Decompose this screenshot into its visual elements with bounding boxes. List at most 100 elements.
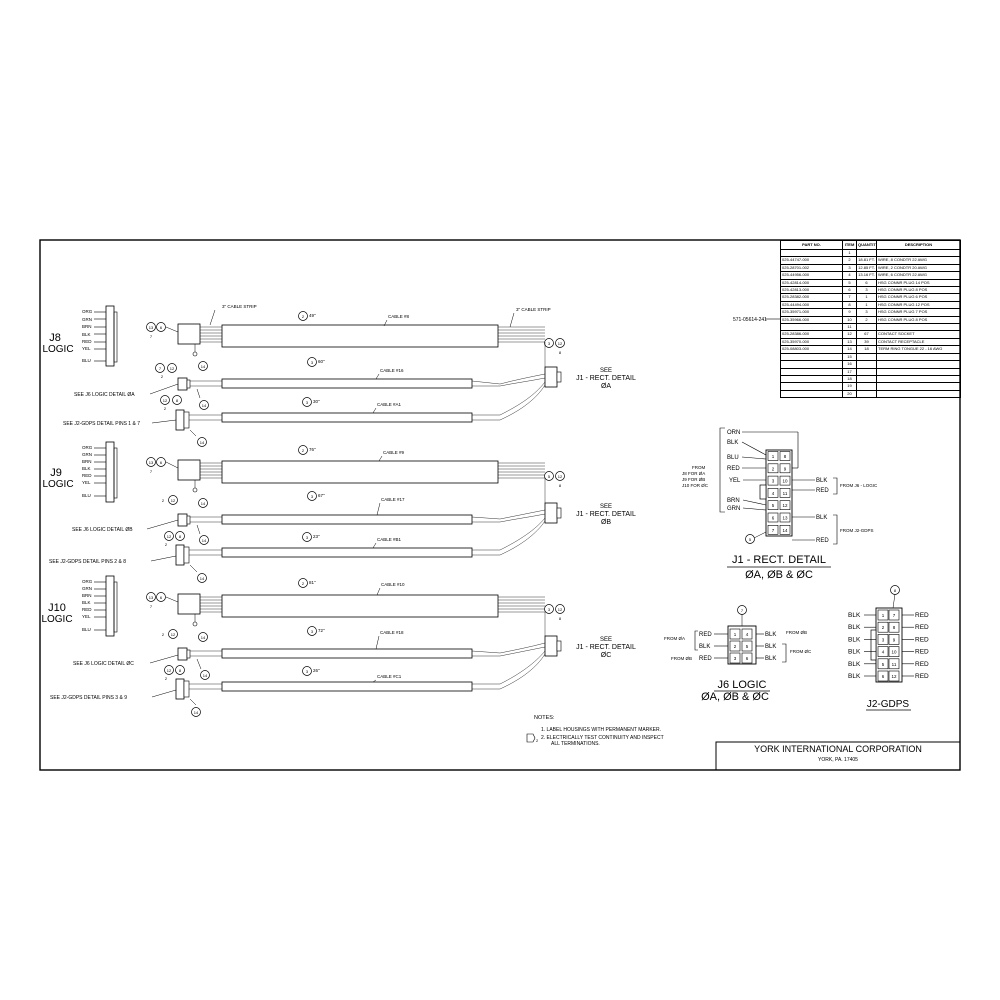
svg-text:RED: RED [816, 488, 829, 494]
pin-cell [877, 670, 889, 682]
svg-text:2: 2 [164, 406, 167, 411]
logic-label: J8 [49, 332, 61, 344]
bom-qty: 39 [856, 337, 877, 347]
pin-cell [888, 621, 900, 633]
svg-text:6: 6 [160, 325, 163, 330]
pin-number: 3 [772, 479, 775, 484]
wire-color: RED [915, 649, 929, 656]
svg-text:7: 7 [150, 334, 153, 339]
pin-number: 3 [734, 656, 737, 661]
bom-header-item: ITEM [842, 240, 857, 250]
pin-cell [767, 524, 779, 535]
wire-color: RED [915, 636, 929, 643]
bom-part-no: 025-42814-000 [780, 278, 843, 288]
cable-label: CABLE #8 [388, 314, 410, 319]
bom-description: WIRE, 6 CONDTR 22 AWG [876, 271, 961, 280]
bom-item: 16 [842, 360, 857, 369]
bom-qty: 3 [856, 308, 877, 317]
bom-description [876, 323, 961, 332]
pin-number: 10 [891, 650, 897, 655]
svg-text:BRN: BRN [82, 593, 92, 598]
table-row: 11 [780, 323, 961, 332]
connector-color-list: ORG GRN BRN BLK RED YEL BLU [82, 575, 118, 637]
cable-length: 67" [318, 493, 325, 498]
pin-number: 11 [892, 662, 897, 667]
cable-jacket [221, 378, 473, 389]
svg-text:GRN: GRN [82, 452, 92, 457]
wire-color: BLK [848, 624, 861, 631]
svg-text:12: 12 [163, 398, 168, 403]
bom-description: CONTACT RECEPTACLE [876, 337, 961, 347]
harness-group-j10: J10 LOGIC ORG GRN BRN BLK RED YEL BLU 13… [41, 575, 636, 717]
svg-text:BLK: BLK [765, 632, 776, 638]
pin-number: 9 [784, 466, 787, 471]
bom-description: CONTACT SOCKET [876, 330, 961, 339]
svg-text:3: 3 [306, 535, 309, 540]
balloon-item-14 [198, 361, 208, 371]
svg-text:BLU: BLU [82, 358, 91, 363]
svg-text:RED: RED [699, 656, 712, 662]
bom-qty: 2 [856, 315, 877, 325]
see-j6-reference: SEE J6 LOGIC DETAIL ØC [73, 661, 134, 667]
pin-cell [767, 463, 779, 474]
harness-group-j9: J9 LOGIC ORG GRN BRN BLK RED YEL BLU 13 … [42, 441, 636, 583]
bom-item: 3 [842, 263, 857, 273]
pin-cell [729, 640, 741, 652]
title-block: YORK INTERNATIONAL CORPORATION YORK, PA.… [715, 741, 961, 771]
svg-text:8: 8 [179, 534, 182, 539]
pin-number: 2 [734, 644, 737, 649]
svg-text:8: 8 [176, 398, 179, 403]
cable-label: CABLE #18 [380, 630, 404, 635]
wire-color: BLK [848, 612, 861, 619]
bom-item: 2 [842, 256, 857, 265]
wire-color: BLK [848, 661, 861, 668]
svg-text:GRN: GRN [727, 506, 740, 512]
j1-ref: J1 - RECT. DETAIL [576, 644, 636, 651]
cable-jacket [221, 514, 473, 525]
svg-text:7: 7 [150, 604, 153, 609]
svg-text:RED: RED [816, 538, 829, 544]
svg-text:RED: RED [82, 473, 92, 478]
bom-qty: 1 [856, 293, 877, 302]
svg-text:1. LABEL HOUSINGS WITH PERMANE: 1. LABEL HOUSINGS WITH PERMANENT MARKER. [541, 727, 661, 733]
bom-description [876, 374, 961, 384]
pin-number: 2 [772, 466, 775, 471]
svg-text:FROM J6 - LOGIC: FROM J6 - LOGIC [840, 483, 878, 488]
svg-text:12: 12 [171, 632, 176, 637]
cable-length: 23" [313, 534, 320, 539]
svg-text:3: 3 [548, 607, 551, 612]
pin-cell [877, 609, 889, 621]
connector-color-list: ORG GRN BRN BLK RED YEL BLU [82, 305, 118, 367]
svg-text:BLK: BLK [765, 644, 776, 650]
svg-text:3: 3 [311, 494, 314, 499]
pin-number: 8 [784, 454, 787, 459]
bom-qty [856, 360, 877, 369]
bom-qty: 3 [856, 286, 877, 295]
pin-number: 5 [772, 503, 775, 508]
svg-text:2. ELECTRICALLY TEST CONTINUIT: 2. ELECTRICALLY TEST CONTINUITY AND INSP… [541, 735, 664, 741]
svg-text:7: 7 [159, 366, 162, 371]
bom-part-no: 025-28386-000 [780, 330, 843, 339]
svg-text:14: 14 [200, 576, 205, 581]
svg-text:ORG: ORG [82, 579, 93, 584]
bom-part-no: 025-35966-000 [780, 315, 843, 325]
logic-connector-housing [105, 305, 115, 367]
svg-text:BLK: BLK [82, 466, 91, 471]
cable-strip-note: 3" CABLE STRIP [516, 307, 551, 312]
company-address: YORK, PA. 17405 [818, 757, 858, 763]
svg-text:13: 13 [149, 325, 154, 330]
pin-cell [779, 475, 791, 486]
bom-item: 18 [842, 374, 857, 384]
pin-cell [741, 640, 753, 652]
balloon-item-3 [544, 338, 554, 348]
cable-jacket [221, 324, 499, 348]
pin-cell [888, 634, 900, 645]
bom-part-no [780, 367, 843, 376]
svg-text:YEL: YEL [729, 478, 741, 484]
j1-phase: ØB [601, 519, 611, 526]
